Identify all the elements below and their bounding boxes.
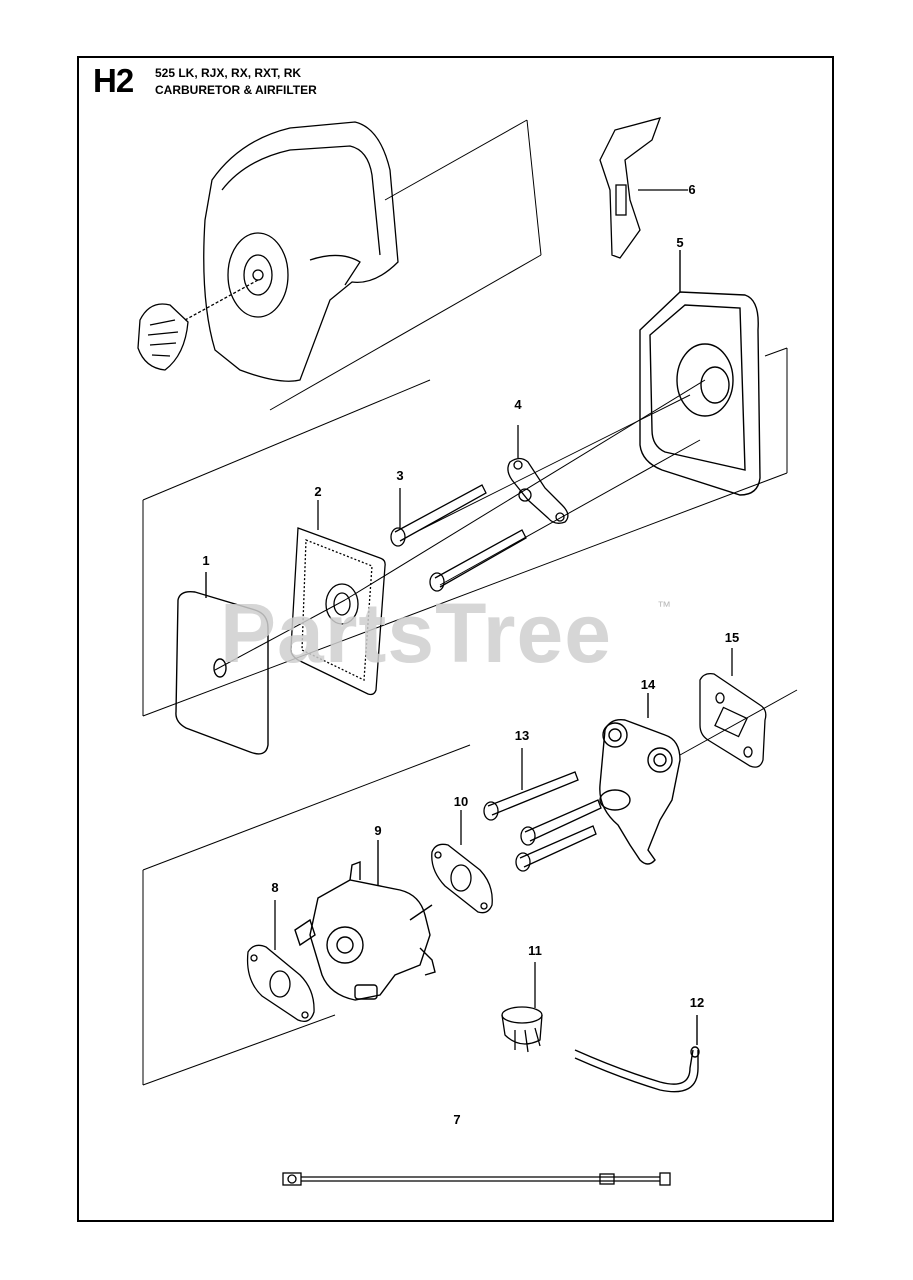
callout-6: 6 [688, 182, 696, 197]
callout-3: 3 [396, 468, 404, 483]
callout-10: 10 [453, 794, 469, 809]
carburetor-assembly-plane [142, 689, 798, 1086]
watermark: PartsTree [220, 586, 612, 680]
cover-knob [137, 303, 189, 371]
carburetor-part-9 [294, 840, 436, 1001]
intake-manifold-part-14 [599, 693, 681, 865]
callout-11: 11 [528, 943, 542, 958]
fuel-line-part-12 [574, 1015, 700, 1093]
model-list: 525 LK, RJX, RX, RXT, RK [155, 66, 302, 80]
callout-7: 7 [453, 1112, 461, 1127]
callout-9: 9 [374, 823, 382, 838]
diagram-code: H2 [93, 62, 134, 99]
callout-4: 4 [514, 397, 522, 412]
callout-8: 8 [271, 880, 279, 895]
primer-bulb-part-11 [501, 962, 543, 1053]
gasket-part-2 [290, 500, 386, 696]
callout-15: 15 [724, 630, 740, 645]
section-title: CARBURETOR & AIRFILTER [155, 83, 317, 97]
screws-part-3 [390, 484, 527, 592]
filter-assembly-plane [142, 347, 788, 717]
callout-12: 12 [689, 995, 705, 1010]
gasket-part-8 [246, 900, 315, 1023]
cable-part-7 [282, 1172, 671, 1186]
callout-13: 13 [514, 728, 530, 743]
spacer-part-4 [507, 425, 569, 524]
air-filter-cover-plane [269, 119, 542, 411]
screws-part-13 [483, 748, 602, 872]
watermark-trademark: ™ [657, 598, 671, 614]
air-filter-cover [184, 121, 399, 382]
diagram-frame [77, 56, 834, 1222]
callout-1: 1 [202, 553, 210, 568]
filter-element-part-1 [175, 572, 269, 755]
filter-housing-part-5 [639, 250, 761, 496]
callout-14: 14 [640, 677, 656, 692]
callout-5: 5 [676, 235, 684, 250]
assembly-axis-lines [214, 379, 706, 671]
gasket-part-15 [699, 648, 767, 768]
callout-2: 2 [314, 484, 322, 499]
gasket-part-10 [431, 810, 493, 914]
bracket-part-6 [599, 117, 688, 259]
